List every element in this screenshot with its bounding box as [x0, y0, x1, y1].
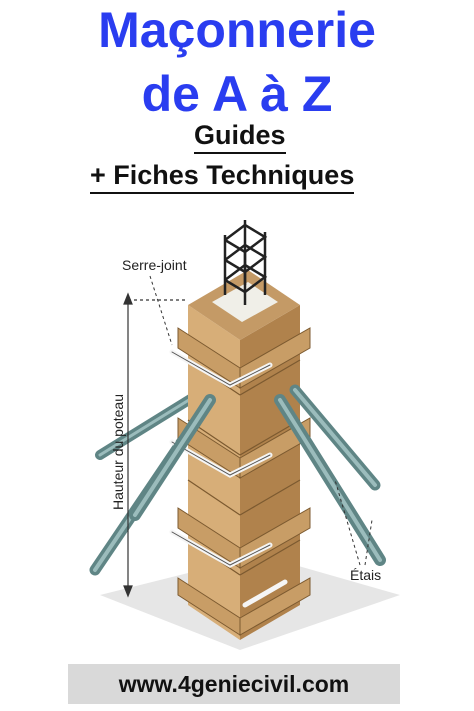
label-props: Étais — [350, 567, 381, 583]
props-pointers — [334, 479, 373, 566]
prop-left-near — [95, 385, 210, 460]
subtitle-technical-sheets: + Fiches Techniques — [90, 160, 355, 194]
column-formwork — [169, 270, 311, 640]
prop-right-far — [289, 384, 381, 491]
title-line-2: de A à Z — [141, 66, 333, 122]
title-line-1: Maçonnerie — [98, 2, 376, 58]
height-dimension-line — [123, 292, 185, 598]
subtitle-guides: Guides — [194, 120, 286, 154]
website-footer[interactable]: www.4geniecivil.com — [68, 664, 400, 704]
website-url[interactable]: www.4geniecivil.com — [118, 671, 350, 697]
label-column-height: Hauteur du poteau — [110, 394, 126, 510]
clamp-pointer — [149, 275, 173, 346]
prop-right-near — [274, 394, 386, 566]
label-clamp: Serre-joint — [122, 257, 187, 273]
prop-left-front — [129, 394, 216, 521]
column-formwork-illustration: Hauteur du poteau Serre-joint Étais — [89, 220, 400, 650]
rebar-cage — [223, 220, 268, 305]
